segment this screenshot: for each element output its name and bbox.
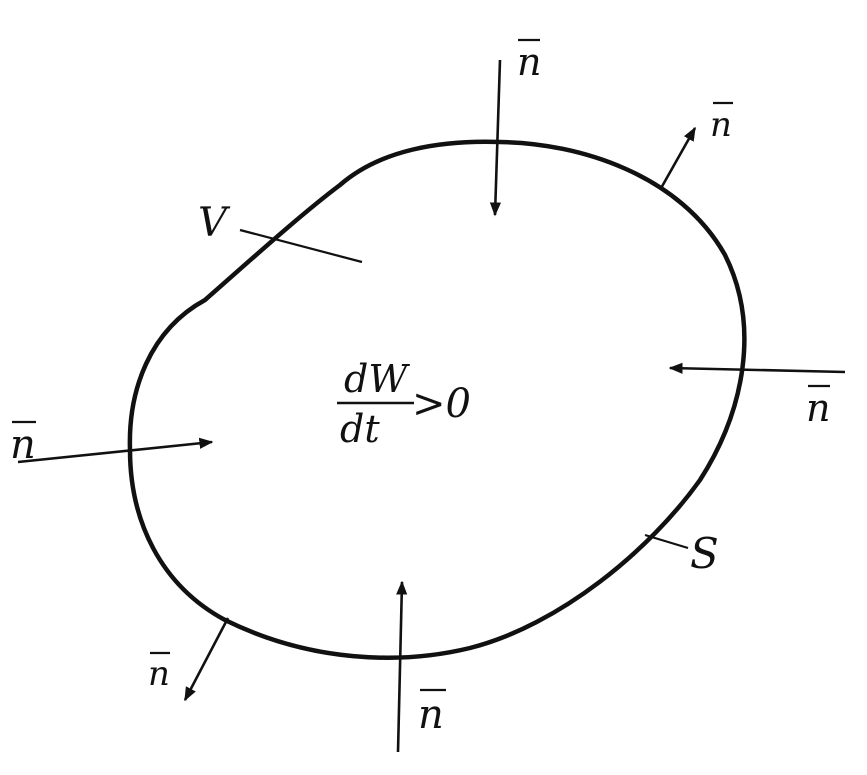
- equation-relation: >0: [412, 381, 471, 427]
- normal-arrow-bottom-left: [183, 617, 230, 702]
- equation-denominator: dt: [340, 407, 380, 451]
- surface-leader-line: [644, 533, 689, 550]
- normal-label-left: n: [10, 420, 36, 468]
- volume-label: V: [198, 200, 231, 246]
- svg-text:n: n: [10, 422, 36, 468]
- svg-text:n: n: [418, 692, 444, 738]
- normal-label-top: n: [517, 38, 541, 84]
- normal-arrow-left: [17, 437, 214, 464]
- svg-text:n: n: [710, 105, 732, 145]
- normal-label-top-right: n: [710, 101, 733, 145]
- volume-leader-line: [239, 228, 363, 264]
- svg-text:n: n: [806, 386, 830, 430]
- normal-label-bottom-left: n: [148, 651, 170, 694]
- normal-arrow-bottom: [396, 580, 408, 753]
- normal-arrow-top-right: [658, 126, 697, 191]
- svg-text:n: n: [148, 654, 170, 694]
- normal-label-bottom: n: [418, 688, 446, 738]
- normal-arrow-top: [489, 59, 502, 217]
- closed-surface-S: [127, 139, 747, 660]
- equation-numerator: dW: [344, 357, 410, 401]
- energy-rate-equation: dW dt >0: [337, 357, 471, 451]
- surface-label: S: [690, 529, 719, 578]
- svg-text:n: n: [517, 40, 541, 84]
- normal-arrow-right: [668, 362, 846, 374]
- normal-label-right: n: [806, 384, 830, 430]
